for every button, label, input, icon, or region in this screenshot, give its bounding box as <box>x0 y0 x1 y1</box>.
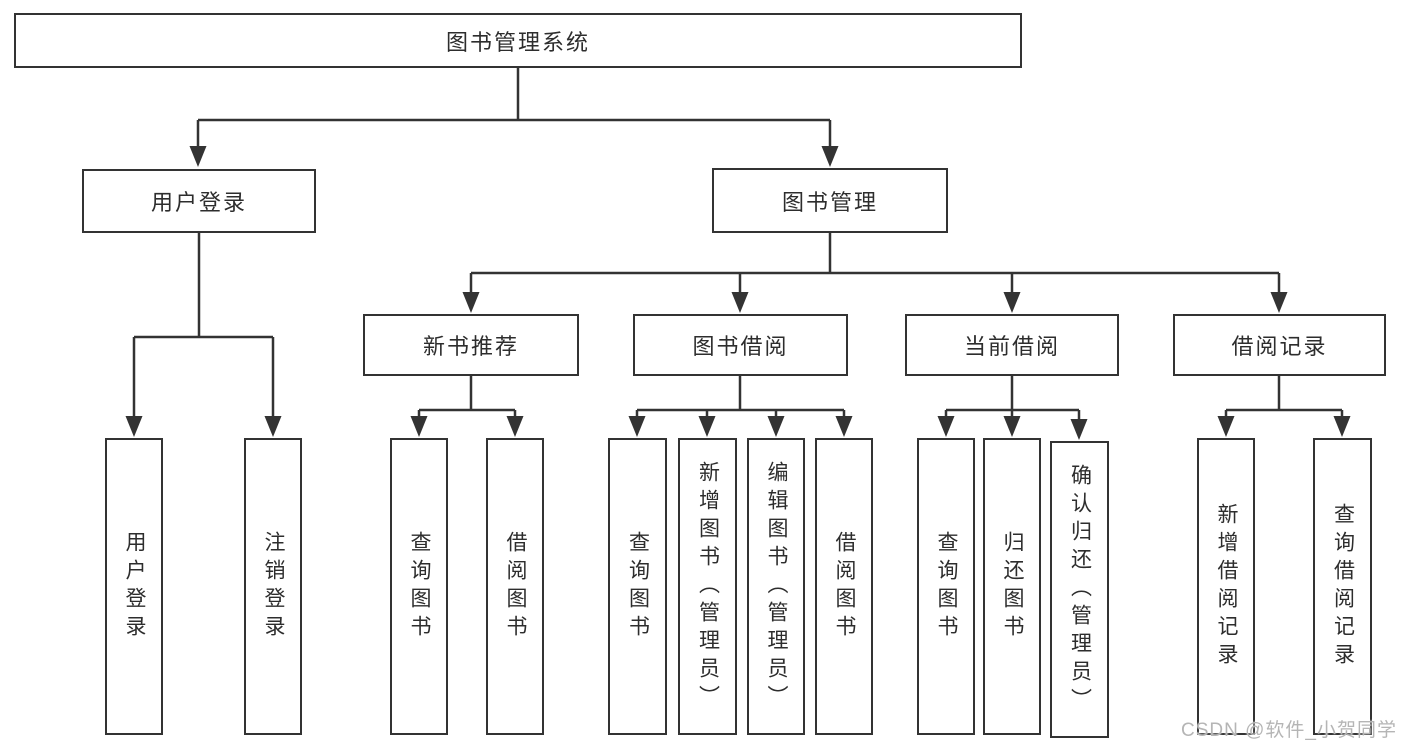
leaf-bb-add-books-admin: 新增图书（管理员） <box>678 438 737 735</box>
watermark: CSDN @软件_小贺同学 <box>1181 720 1397 741</box>
node-borrowing-records: 借阅记录 <box>1173 314 1386 376</box>
leaf-logout: 注销登录 <box>244 438 302 735</box>
leaf-bb-edit-books-admin: 编辑图书（管理员） <box>747 438 805 735</box>
leaf-cb-confirm-return-admin: 确认归还（管理员） <box>1050 441 1109 738</box>
leaf-nbr-borrow-books: 借阅图书 <box>486 438 544 735</box>
tree-edges <box>132 68 1344 421</box>
node-current-borrowing: 当前借阅 <box>905 314 1119 376</box>
leaf-user-login: 用户登录 <box>105 438 163 735</box>
node-new-book-recommend: 新书推荐 <box>363 314 579 376</box>
leaf-bb-query-books: 查询图书 <box>608 438 667 735</box>
leaf-br-query-record: 查询借阅记录 <box>1313 438 1372 735</box>
node-user-login: 用户登录 <box>82 169 316 233</box>
leaf-cb-return-books: 归还图书 <box>983 438 1041 735</box>
leaf-bb-borrow-books: 借阅图书 <box>815 438 873 735</box>
node-root: 图书管理系统 <box>14 13 1022 68</box>
leaf-nbr-query-books: 查询图书 <box>390 438 448 735</box>
leaf-cb-query-books: 查询图书 <box>917 438 975 735</box>
leaf-br-add-record: 新增借阅记录 <box>1197 438 1255 735</box>
node-book-management: 图书管理 <box>712 168 948 233</box>
node-book-borrowing: 图书借阅 <box>633 314 848 376</box>
